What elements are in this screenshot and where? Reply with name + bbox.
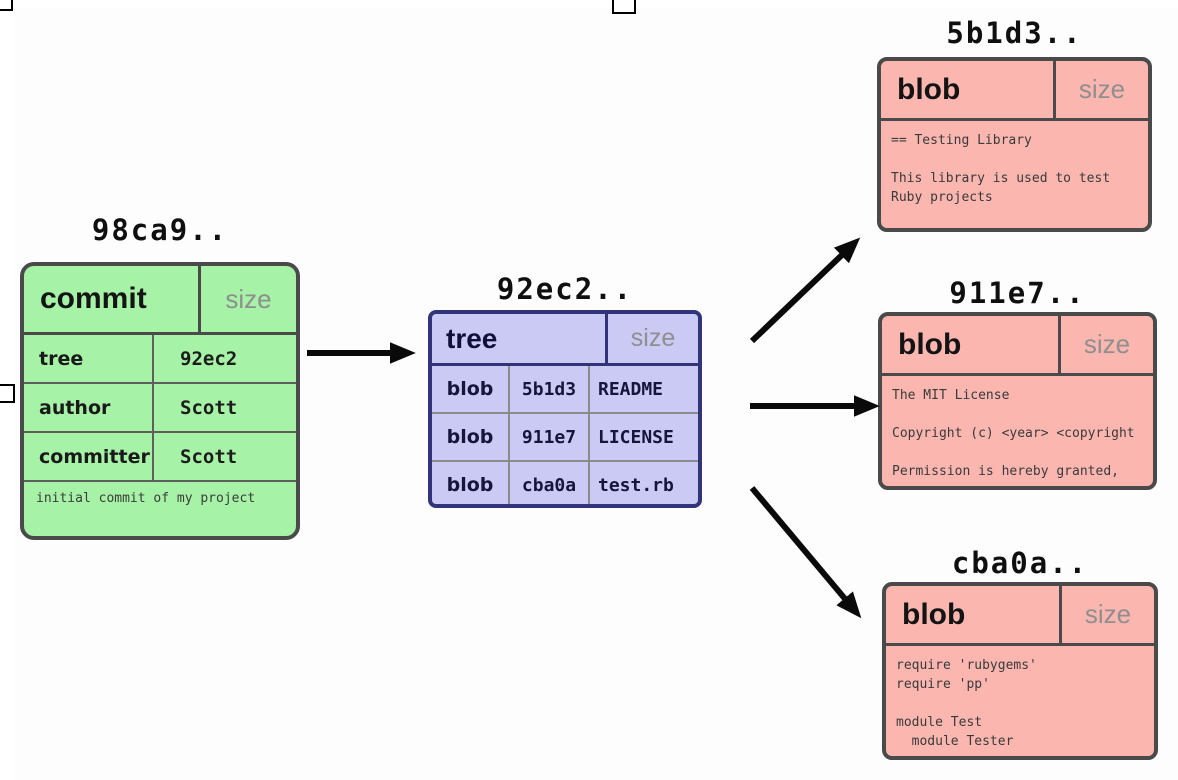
- tree-object: tree size blob 5b1d3 README blob 911e7 L…: [428, 310, 702, 508]
- code-line: [896, 694, 1144, 713]
- commit-row-key: committer: [24, 433, 154, 480]
- commit-message: initial commit of my project: [36, 491, 256, 506]
- tree-entry-type: blob: [432, 462, 510, 504]
- code-line: Copyright (c) <year> <copyright: [892, 426, 1135, 441]
- selection-handle-top-left[interactable]: [0, 0, 13, 11]
- selection-handle-top-center[interactable]: [612, 0, 636, 14]
- code-line: This library is used to test: [891, 171, 1111, 186]
- blob-size-label: size: [1059, 586, 1154, 643]
- tree-entry-name: README: [598, 378, 664, 400]
- blob-content: The MIT License Copyright (c) <year> <co…: [882, 376, 1153, 481]
- code-line: [892, 405, 1143, 424]
- tree-type-label: tree: [446, 322, 498, 354]
- commit-row-value: Scott: [180, 396, 238, 419]
- tree-entry-name: test.rb: [598, 474, 674, 496]
- blob-testrb-hash-label: cba0a..: [951, 546, 1089, 580]
- code-line: Permission is hereby granted,: [892, 464, 1119, 479]
- code-line: The MIT License: [892, 388, 1010, 403]
- tree-header: tree size: [432, 314, 698, 366]
- blob-readme-hash-label: 5b1d3..: [946, 16, 1083, 50]
- commit-row-author: author Scott: [24, 384, 296, 433]
- blob-content: == Testing Library This library is used …: [881, 121, 1148, 207]
- commit-row-tree: tree 92ec2: [24, 335, 296, 384]
- tree-size-label: size: [605, 314, 698, 363]
- commit-row-value: 92ec2: [180, 347, 238, 370]
- commit-header: commit size: [24, 266, 296, 335]
- blob-header: blob size: [882, 316, 1153, 376]
- commit-row-committer: committer Scott: [24, 433, 296, 482]
- commit-size-label: size: [198, 266, 296, 332]
- tree-entry-name: LICENSE: [598, 426, 674, 448]
- commit-object: commit size tree 92ec2 author Scott comm…: [20, 262, 300, 540]
- blob-license-hash-label: 911e7..: [949, 276, 1086, 310]
- blob-object-readme: blob size == Testing Library This librar…: [877, 57, 1152, 232]
- blob-content: require 'rubygems' require 'pp' module T…: [886, 646, 1154, 751]
- code-line: module Tester: [896, 734, 1014, 749]
- code-line: == Testing Library: [891, 133, 1032, 148]
- tree-entry-hash: 911e7: [510, 414, 590, 460]
- commit-type-label: commit: [40, 282, 147, 315]
- tree-entry-type: blob: [432, 366, 510, 412]
- code-line: [891, 150, 1138, 169]
- blob-header: blob size: [886, 586, 1154, 646]
- tree-entry-testrb: blob cba0a test.rb: [432, 462, 698, 504]
- blob-size-label: size: [1058, 316, 1153, 373]
- blob-header: blob size: [881, 61, 1148, 121]
- commit-hash-label: 98ca9..: [91, 213, 229, 247]
- blob-size-label: size: [1053, 61, 1148, 118]
- selection-handle-middle-left[interactable]: [0, 384, 15, 403]
- tree-entry-hash: 5b1d3: [510, 366, 590, 412]
- commit-row-key: tree: [24, 335, 154, 382]
- tree-entry-hash: cba0a: [510, 462, 590, 504]
- tree-hash-label: 92ec2..: [496, 272, 634, 306]
- commit-row-key: author: [24, 384, 154, 431]
- code-line: module Test: [896, 715, 983, 730]
- code-line: Ruby projects: [891, 190, 993, 205]
- blob-type-label: blob: [902, 597, 966, 631]
- tree-entry-type: blob: [432, 414, 510, 460]
- code-line: require 'pp': [896, 677, 990, 692]
- commit-row-value: Scott: [180, 445, 238, 468]
- tree-entry-readme: blob 5b1d3 README: [432, 366, 698, 414]
- code-line: require 'rubygems': [896, 658, 1037, 673]
- blob-type-label: blob: [897, 72, 961, 106]
- code-line: [892, 443, 1143, 462]
- blob-object-license: blob size The MIT License Copyright (c) …: [878, 312, 1157, 490]
- blob-object-testrb: blob size require 'rubygems' require 'pp…: [882, 582, 1158, 760]
- tree-entry-license: blob 911e7 LICENSE: [432, 414, 698, 462]
- blob-type-label: blob: [898, 327, 962, 361]
